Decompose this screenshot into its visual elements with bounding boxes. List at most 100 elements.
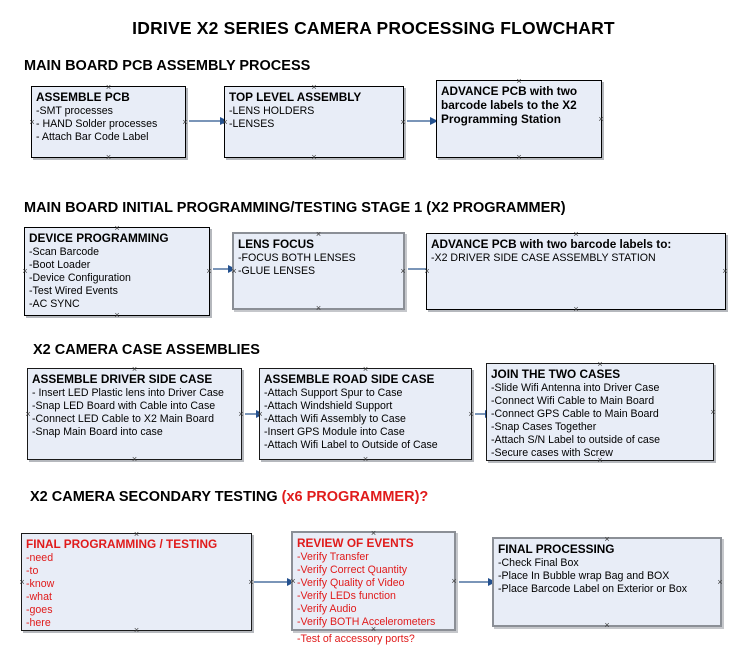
handle-bottom[interactable] <box>603 621 612 630</box>
box-assemble-road-side-case[interactable]: ASSEMBLE ROAD SIDE CASE -Attach Support … <box>259 368 472 460</box>
list-item: - HAND Solder processes <box>36 118 158 131</box>
page-title: IDRIVE X2 SERIES CAMERA PROCESSING FLOWC… <box>132 18 615 38</box>
list-item: -Insert GPS Module into Case <box>264 426 405 439</box>
handle-bottom[interactable] <box>113 311 122 320</box>
arrow-top-level-to-advance-pcb <box>407 116 438 125</box>
list-item: -X2 DRIVER SIDE CASE ASSEMBLY STATION <box>431 252 656 264</box>
box-final-programming-testing[interactable]: FINAL PROGRAMMING / TESTING -need -to -k… <box>21 533 252 631</box>
list-item: -Check Final Box <box>498 557 579 569</box>
box-assemble-driver-side-case[interactable]: ASSEMBLE DRIVER SIDE CASE - Insert LED P… <box>27 368 242 460</box>
box-advance-pcb-driver-side[interactable]: ADVANCE PCB with two barcode labels to: … <box>426 233 726 310</box>
section-heading-text: X2 CAMERA CASE ASSEMBLIES <box>33 342 260 358</box>
handle-bottom[interactable] <box>130 455 139 464</box>
list-item: -Connect GPS Cable to Main Board <box>491 408 659 421</box>
handle-bottom[interactable] <box>104 153 113 162</box>
section-heading-text: MAIN BOARD PCB ASSEMBLY PROCESS <box>24 58 311 74</box>
list-item: -Snap LED Board with Cable into Case <box>32 400 216 413</box>
list-item: -what <box>26 591 52 604</box>
list-item: -Scan Barcode <box>29 246 100 258</box>
box-items: -Slide Wifi Antenna into Driver Case -Co… <box>487 382 713 461</box>
list-item: -Attach Wifi Assembly to Case <box>264 413 406 426</box>
list-item: -to <box>26 565 39 578</box>
box-title: LENS FOCUS <box>238 237 315 251</box>
box-title: ASSEMBLE ROAD SIDE CASE <box>264 372 435 386</box>
box-items: -Scan Barcode -Boot Loader -Device Confi… <box>25 246 209 311</box>
list-item: -Verify Quality of Video <box>297 577 405 590</box>
handle-bottom[interactable] <box>515 153 524 162</box>
list-item: -FOCUS BOTH LENSES <box>238 252 356 264</box>
box-title: TOP LEVEL ASSEMBLY <box>229 90 362 104</box>
list-item: -Connect Wifi Cable to Main Board <box>491 395 655 408</box>
list-item: -goes <box>26 604 53 617</box>
box-items: -X2 DRIVER SIDE CASE ASSEMBLY STATION <box>427 252 725 265</box>
handle-bottom[interactable] <box>314 304 323 313</box>
box-items: -need -to -know -what -goes -here <box>22 552 251 631</box>
box-items: -Attach Support Spur to Case -Attach Win… <box>260 387 471 452</box>
box-title: FINAL PROGRAMMING / TESTING <box>26 537 218 551</box>
section-heading-suffix: (x6 PROGRAMMER)? <box>281 489 429 505</box>
list-item: -Test Wired Events <box>29 285 118 298</box>
section-heading-text: X2 CAMERA SECONDARY TESTING <box>30 489 282 505</box>
box-items: -Verify Transfer -Verify Correct Quantit… <box>293 551 454 630</box>
list-item: -need <box>26 552 54 564</box>
list-item: -Device Configuration <box>29 272 131 285</box>
list-item: -Connect LED Cable to X2 Main Board <box>32 413 214 426</box>
box-title: ADVANCE PCB with two barcode labels to: <box>431 237 672 251</box>
box-title: REVIEW OF EVENTS <box>297 536 414 550</box>
arrow-assemble-pcb-to-top-level <box>189 116 228 125</box>
box-title: JOIN THE TWO CASES <box>491 367 621 381</box>
section-heading-text: MAIN BOARD INITIAL PROGRAMMING/TESTING S… <box>24 200 566 216</box>
list-item: -Place In Bubble wrap Bag and BOX <box>498 570 670 583</box>
box-assemble-pcb[interactable]: ASSEMBLE PCB -SMT processes - HAND Solde… <box>31 86 186 158</box>
list-item: -Verify LEDs function <box>297 590 396 603</box>
section-heading-secondary-testing: X2 CAMERA SECONDARY TESTING (x6 PROGRAMM… <box>30 489 428 505</box>
list-item: -GLUE LENSES <box>238 265 316 278</box>
box-items: -Check Final Box -Place In Bubble wrap B… <box>494 557 720 596</box>
box-title: ADVANCE PCB with two barcode labels to t… <box>441 84 578 126</box>
section-heading-pcb-assembly: MAIN BOARD PCB ASSEMBLY PROCESS <box>24 58 310 74</box>
box-title: DEVICE PROGRAMMING <box>29 231 169 245</box>
list-item: -LENSES <box>229 118 275 131</box>
list-item: -Attach S/N Label to outside of case <box>491 434 661 447</box>
box-join-the-two-cases[interactable]: JOIN THE TWO CASES -Slide Wifi Antenna i… <box>486 363 714 461</box>
box-lens-focus[interactable]: LENS FOCUS -FOCUS BOTH LENSES -GLUE LENS… <box>232 232 405 310</box>
box-title: FINAL PROCESSING <box>498 542 615 556</box>
list-item: -Boot Loader <box>29 259 91 272</box>
list-item: -Snap Cases Together <box>491 421 597 434</box>
arrow-review-to-final-processing <box>459 577 496 586</box>
box-device-programming[interactable]: DEVICE PROGRAMMING -Scan Barcode -Boot L… <box>24 227 210 316</box>
list-item: -Verify BOTH Accelerometers <box>297 616 436 629</box>
list-item-overflow: -Test of accessory ports? <box>297 633 415 645</box>
list-item: -SMT processes <box>36 105 113 117</box>
list-item: -Secure cases with Screw <box>491 447 613 460</box>
list-item: -Slide Wifi Antenna into Driver Case <box>491 382 660 394</box>
box-items: -SMT processes - HAND Solder processes -… <box>32 105 185 144</box>
box-items: - Insert LED Plastic lens into Driver Ca… <box>28 387 241 439</box>
handle-bottom[interactable] <box>310 153 319 162</box>
list-item: -know <box>26 578 55 591</box>
list-item: -Verify Transfer <box>297 551 369 563</box>
box-final-processing[interactable]: FINAL PROCESSING -Check Final Box -Place… <box>492 537 722 627</box>
box-advance-pcb-programming-station[interactable]: ADVANCE PCB with two barcode labels to t… <box>436 80 602 158</box>
list-item: -Verify Audio <box>297 603 357 616</box>
list-item: -Snap Main Board into case <box>32 426 163 439</box>
list-item: -LENS HOLDERS <box>229 105 315 117</box>
section-heading-initial-programming: MAIN BOARD INITIAL PROGRAMMING/TESTING S… <box>24 200 566 216</box>
box-items: -FOCUS BOTH LENSES -GLUE LENSES <box>234 252 403 278</box>
list-item: -Attach Wifi Label to Outside of Case <box>264 439 438 452</box>
section-heading-case-assemblies: X2 CAMERA CASE ASSEMBLIES <box>33 342 260 358</box>
list-item: - Attach Bar Code Label <box>36 131 149 144</box>
handle-bottom[interactable] <box>572 305 581 314</box>
box-top-level-assembly[interactable]: TOP LEVEL ASSEMBLY -LENS HOLDERS -LENSES <box>224 86 404 158</box>
handle-right[interactable] <box>721 267 730 276</box>
list-item: -Attach Support Spur to Case <box>264 387 403 399</box>
box-title: ASSEMBLE DRIVER SIDE CASE <box>32 372 213 386</box>
box-review-of-events[interactable]: REVIEW OF EVENTS -Verify Transfer -Verif… <box>291 531 456 645</box>
arrow-final-programming-to-review <box>254 577 295 586</box>
list-item: -Place Barcode Label on Exterior or Box <box>498 583 688 596</box>
handle-bottom[interactable] <box>361 455 370 464</box>
box-items: -LENS HOLDERS -LENSES <box>225 105 403 131</box>
list-item: - Insert LED Plastic lens into Driver Ca… <box>32 387 224 399</box>
list-item: -Verify Correct Quantity <box>297 564 408 577</box>
list-item: -Attach Windshield Support <box>264 400 393 413</box>
